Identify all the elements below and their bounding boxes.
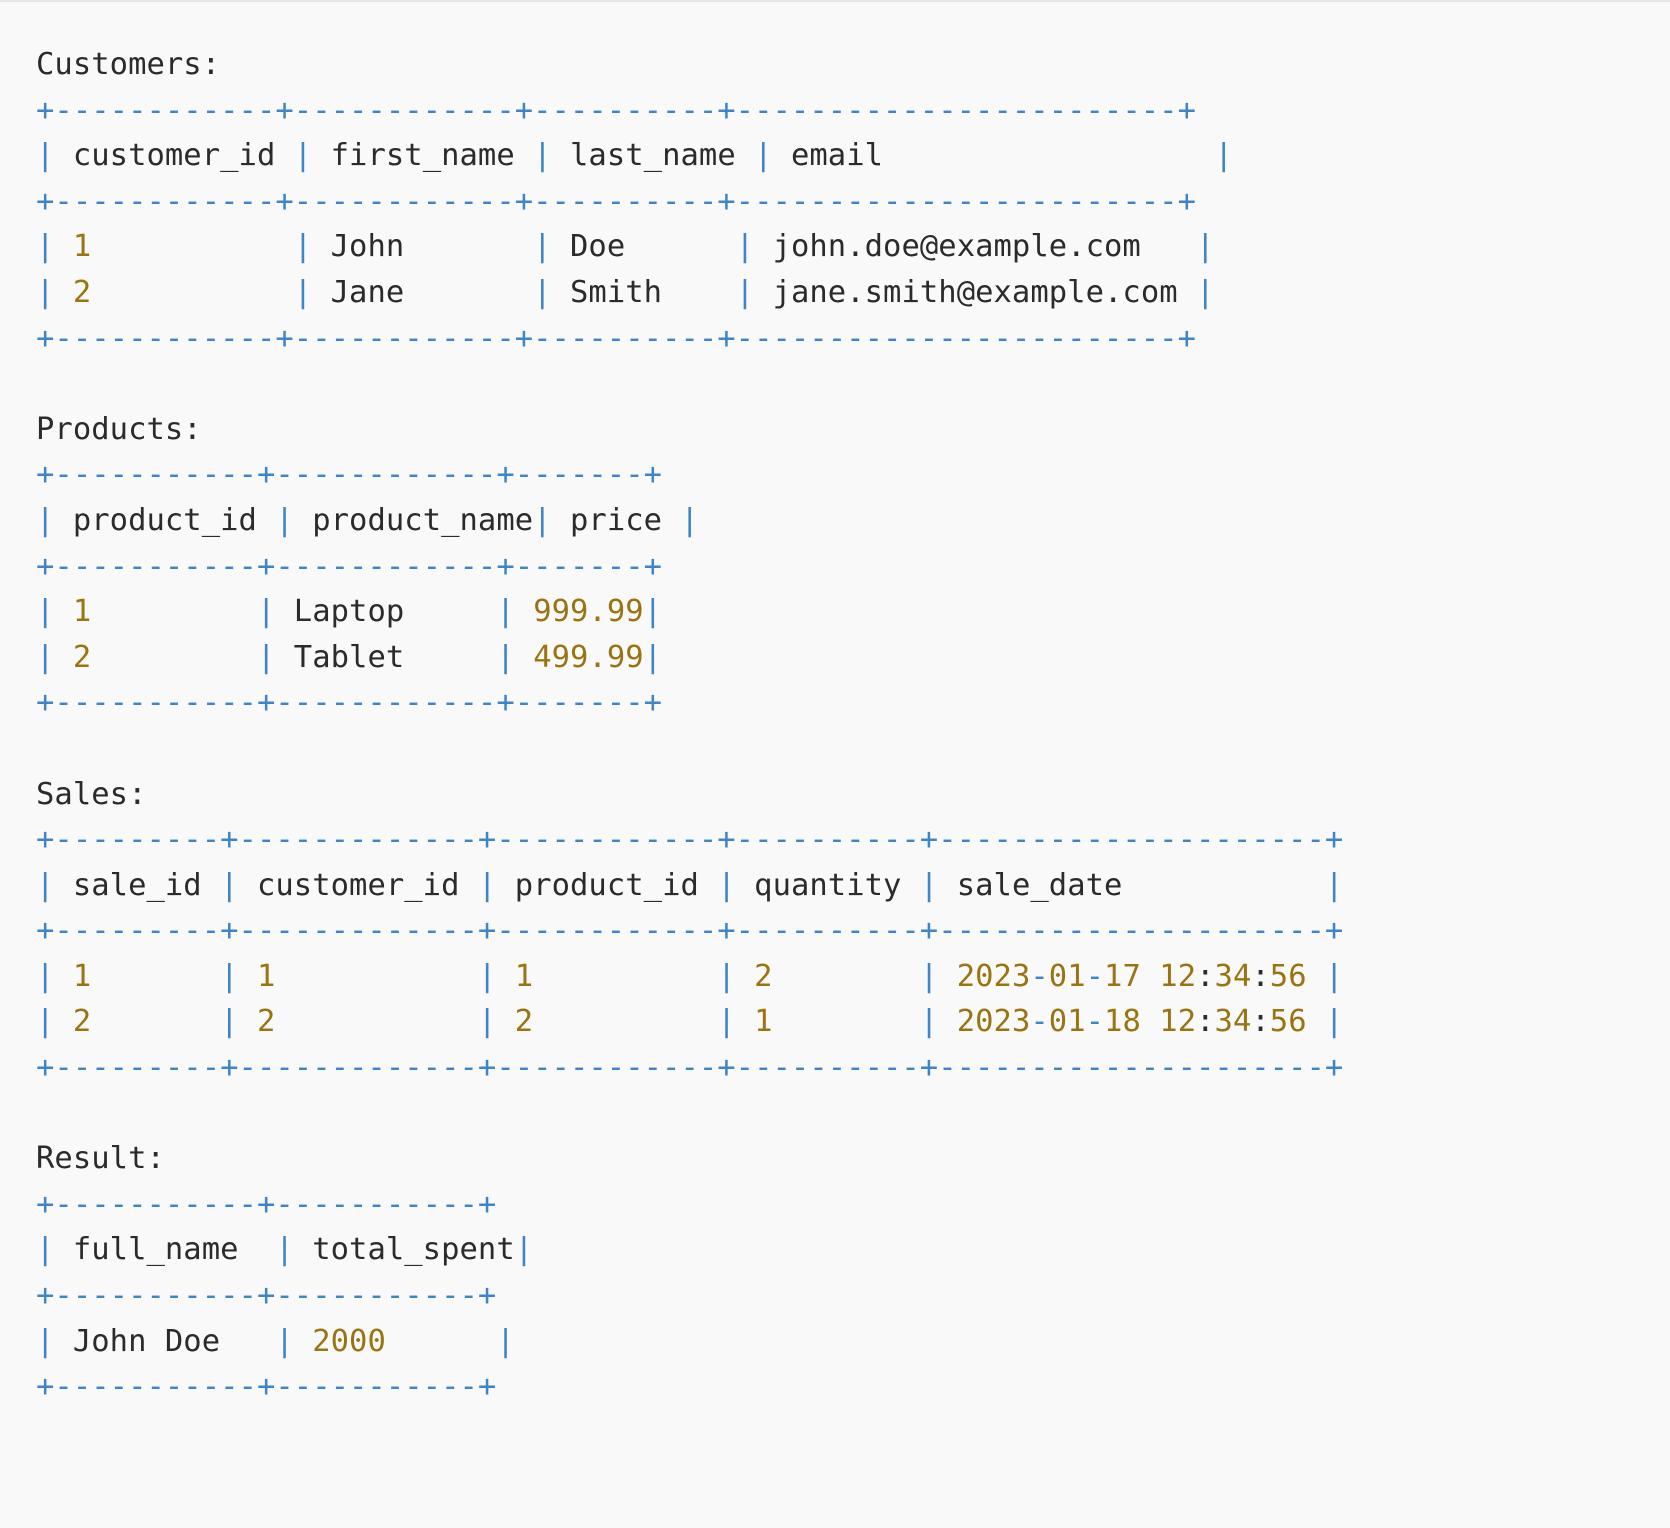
customers-label-text: Customers: (36, 47, 221, 82)
sales-header-row: | sale_id_| customer_id_| product_id_| q… (36, 867, 1344, 903)
customers-section-label: Customers: (36, 42, 1670, 88)
pipe-icon: | (36, 594, 73, 630)
pipe-icon: | (533, 502, 570, 538)
pipe-icon: | (293, 138, 331, 174)
pipe-icon: | (256, 594, 294, 630)
pipe-icon: | (477, 1004, 515, 1040)
result-header-row: | full_name__| total_spent| (36, 1232, 534, 1268)
table-row: | 2_________| Tablet_____| 499.99| (36, 639, 663, 675)
pipe-icon: | (36, 1232, 73, 1268)
pipe-icon: | (36, 1004, 73, 1040)
products-label-text: Products: (36, 411, 202, 447)
pipe-icon: | (256, 639, 294, 675)
pipe-icon: | (36, 1323, 73, 1359)
pipe-icon: | (643, 639, 663, 675)
result-section-label: Result: (36, 1136, 1670, 1182)
pipe-icon: | (533, 138, 571, 174)
sales-rule-top: +---------+-------------+------------+--… (36, 822, 1344, 858)
pipe-icon: | (220, 1004, 257, 1040)
sales-rule-mid: +---------+-------------+------------+--… (36, 913, 1344, 949)
pipe-icon: | (643, 594, 663, 630)
result-rule-bot: +-----------+-----------+ (36, 1369, 497, 1405)
pipe-icon: | (717, 958, 755, 994)
pipe-icon: | (717, 867, 755, 903)
spacer (36, 726, 1670, 772)
pipe-icon: | (1214, 138, 1233, 174)
pipe-icon: | (514, 1232, 534, 1268)
table-row: | 1_______| 1___________| 1__________| 2… (36, 958, 1344, 994)
spacer (36, 361, 1670, 407)
pipe-icon: | (220, 958, 257, 994)
pipe-icon: | (533, 229, 570, 265)
pipe-icon: | (1196, 229, 1215, 265)
pipe-icon: | (220, 867, 257, 903)
customers-rule-top: +------------+------------+----------+--… (36, 92, 1196, 128)
sales-label-text: Sales: (36, 776, 147, 812)
customers-rule-bot: +------------+------------+----------+--… (36, 320, 1196, 356)
result-rule-top: +-----------+-----------+ (36, 1186, 497, 1222)
pipe-icon: | (680, 502, 699, 538)
table-row: | 2___________| Jane_______| Smith____| … (36, 274, 1215, 310)
pipe-icon: | (533, 274, 570, 310)
console-text: Customers: +------------+------------+---… (36, 42, 1670, 1410)
sales-section-label: Sales: (36, 772, 1670, 818)
pipe-icon: | (919, 1004, 957, 1040)
result-rule-mid: +-----------+-----------+ (36, 1278, 497, 1314)
pipe-icon: | (36, 274, 73, 310)
customers-rule-mid: +------------+------------+----------+--… (36, 183, 1196, 219)
products-rule-mid: +-----------+------------+-------+ (36, 548, 663, 584)
pipe-icon: | (1325, 1004, 1344, 1040)
pipe-icon: | (735, 274, 773, 310)
products-header-row: | product_id_| product_name| price_| (36, 502, 699, 538)
pipe-icon: | (477, 867, 515, 903)
products-section-label: Products: (36, 407, 1670, 453)
pipe-icon: | (754, 138, 791, 174)
pipe-icon: | (735, 229, 773, 265)
pipe-icon: | (477, 958, 515, 994)
pipe-icon: | (36, 138, 73, 174)
table-row: | 2_______| 2___________| 2__________| 1… (36, 1004, 1344, 1040)
table-row: | 1_________| Laptop_____| 999.99| (36, 594, 663, 630)
pipe-icon: | (919, 867, 957, 903)
table-row: | John Doe___| 2000______| (36, 1323, 515, 1359)
sales-rule-bot: +---------+-------------+------------+--… (36, 1050, 1344, 1086)
pipe-icon: | (293, 274, 331, 310)
customers-header-row: | customer_id_| first_name_| last_name_|… (36, 138, 1233, 174)
pipe-icon: | (36, 229, 73, 265)
spacer (36, 1091, 1670, 1137)
products-rule-top: +-----------+------------+-------+ (36, 457, 663, 493)
pipe-icon: | (496, 639, 534, 675)
table-row: | 1___________| John_______| Doe______| … (36, 229, 1215, 265)
pipe-icon: | (275, 1232, 313, 1268)
pipe-icon: | (275, 502, 313, 538)
pipe-icon: | (1324, 867, 1344, 903)
pipe-icon: | (919, 958, 957, 994)
console-output-area: Customers: +------------+------------+---… (36, 42, 1670, 1528)
pipe-icon: | (275, 1323, 313, 1359)
pipe-icon: | (36, 639, 73, 675)
pipe-icon: | (36, 958, 73, 994)
pipe-icon: | (36, 502, 73, 538)
result-label-text: Result: (36, 1141, 165, 1177)
pipe-icon: | (496, 1323, 515, 1359)
pipe-icon: | (717, 1004, 755, 1040)
pipe-icon: | (496, 594, 534, 630)
products-rule-bot: +-----------+------------+-------+ (36, 685, 663, 721)
pipe-icon: | (1196, 274, 1215, 310)
pipe-icon: | (1325, 958, 1344, 994)
pipe-icon: | (293, 229, 331, 265)
pipe-icon: | (36, 867, 73, 903)
